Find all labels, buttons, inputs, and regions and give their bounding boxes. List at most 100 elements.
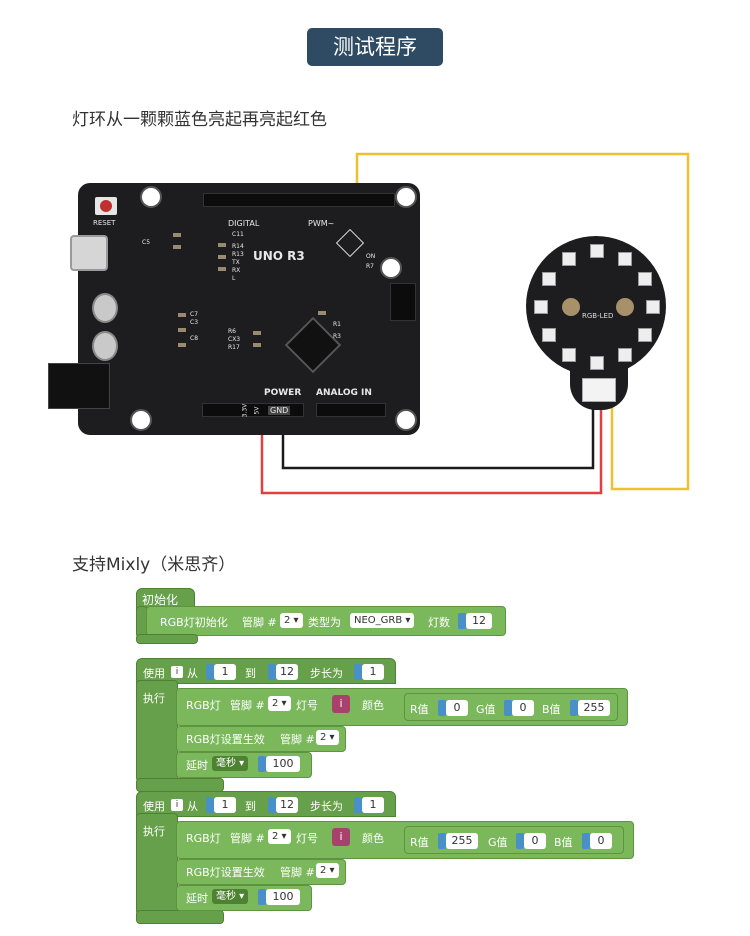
rgb-led <box>618 348 632 363</box>
init-pin-label: 管脚 # <box>242 616 277 629</box>
silkscreen-label: RX <box>232 267 241 274</box>
b-value[interactable]: 255 <box>578 700 610 716</box>
icsp-header <box>390 283 416 321</box>
silkscreen-label: C5 <box>142 239 151 246</box>
component <box>318 311 326 315</box>
rgb-pin-dropdown[interactable]: 2 ▾ <box>268 696 291 711</box>
b-label: B值 <box>554 836 573 849</box>
mounting-hole <box>130 409 152 431</box>
rgb-led <box>618 251 632 266</box>
loop-step-label: 步长为 <box>310 667 343 680</box>
value-connector <box>206 664 214 680</box>
b-label: B值 <box>542 703 561 716</box>
for-loop-foot <box>136 778 224 792</box>
g-label: G值 <box>476 703 496 716</box>
mounting-hole <box>380 257 402 279</box>
loop-start-value[interactable]: 1 <box>214 797 236 813</box>
b-value[interactable]: 0 <box>590 833 612 849</box>
component <box>218 255 226 259</box>
section-heading-mixly: 支持Mixly（米思齐） <box>72 555 236 575</box>
component <box>253 331 261 335</box>
g-value[interactable]: 0 <box>524 833 546 849</box>
rgb-pin-label: 管脚 # <box>230 699 265 712</box>
reset-button <box>95 197 117 215</box>
value-connector <box>268 797 276 813</box>
mounting-pad <box>616 298 634 316</box>
rgb-led <box>590 356 604 370</box>
value-connector <box>268 664 276 680</box>
silkscreen-label: R1 <box>333 321 341 328</box>
rgb-led <box>638 328 653 342</box>
value-connector <box>570 700 578 716</box>
init-type-dropdown[interactable]: NEO_GRB ▾ <box>350 613 415 628</box>
rgb-led <box>534 300 548 314</box>
loop-step-value[interactable]: 1 <box>362 664 384 680</box>
loop-start-value[interactable]: 1 <box>214 664 236 680</box>
init-pin-dropdown[interactable]: 2 ▾ <box>280 613 303 628</box>
rgb-apply-label: RGB灯设置生效 <box>186 733 265 746</box>
light-var[interactable]: i <box>332 695 350 713</box>
value-connector <box>438 833 446 849</box>
component <box>218 267 226 271</box>
loop-end-value[interactable]: 12 <box>276 797 298 813</box>
mounting-pad <box>562 298 580 316</box>
silkscreen-label: L <box>232 275 236 282</box>
arduino-uno-board: RESET DIGITAL PWM~ UNO R3 POWER ANALOG I… <box>48 183 420 435</box>
loop-var[interactable]: i <box>171 799 183 811</box>
loop-step-value[interactable]: 1 <box>362 797 384 813</box>
loop-from-label: 从 <box>187 800 198 813</box>
loop-use-label: 使用 <box>143 667 165 680</box>
init-count-value[interactable]: 12 <box>466 613 492 629</box>
loop-step-label: 步长为 <box>310 800 343 813</box>
rgb-init-label: RGB灯初始化 <box>160 616 228 629</box>
capacitor <box>92 331 118 361</box>
value-connector <box>258 889 266 905</box>
reset-label: RESET <box>93 219 116 227</box>
delay-value[interactable]: 100 <box>266 756 300 772</box>
rgb-apply-pin-dropdown[interactable]: 2 ▾ <box>316 730 339 745</box>
delay-value[interactable]: 100 <box>266 889 300 905</box>
g-value[interactable]: 0 <box>512 700 534 716</box>
rgb-apply-pin-dropdown[interactable]: 2 ▾ <box>316 863 339 878</box>
init-hat-label: 初始化 <box>142 593 179 607</box>
power-wire <box>260 402 603 495</box>
component <box>253 343 261 347</box>
value-connector <box>354 797 362 813</box>
r-value[interactable]: 0 <box>446 700 468 716</box>
pwm-label: PWM~ <box>308 219 335 228</box>
loop-exec-label: 执行 <box>143 692 165 705</box>
silkscreen-label: R13 <box>232 251 244 258</box>
init-foot <box>136 634 198 644</box>
rgb-light-label: 灯号 <box>296 832 318 845</box>
silkscreen-label: ON <box>366 253 376 260</box>
board-name: UNO R3 <box>253 249 305 263</box>
rgb-color-label: 颜色 <box>362 699 384 712</box>
silkscreen-label: CX3 <box>228 336 241 343</box>
delay-unit-dropdown[interactable]: 毫秒 ▾ <box>212 756 249 771</box>
value-connector <box>458 613 466 629</box>
rgb-apply-pin-label: 管脚 # <box>280 866 315 879</box>
analog-header <box>316 403 386 417</box>
power-label: POWER <box>264 388 302 398</box>
silkscreen-label: C11 <box>232 231 244 238</box>
r-label: R值 <box>410 703 429 716</box>
silkscreen-label: R17 <box>228 344 240 351</box>
for-loop-foot <box>136 910 224 924</box>
g-label: G值 <box>488 836 508 849</box>
delay-unit-dropdown[interactable]: 毫秒 ▾ <box>212 889 249 904</box>
loop-end-value[interactable]: 12 <box>276 664 298 680</box>
component <box>173 233 181 237</box>
silkscreen-label: R7 <box>366 263 374 270</box>
ring-label: RGB-LED <box>582 312 614 320</box>
rgb-init-block[interactable] <box>146 606 506 636</box>
rgb-led <box>646 300 660 314</box>
r-value[interactable]: 255 <box>446 833 478 849</box>
loop-from-label: 从 <box>187 667 198 680</box>
rgb-apply-pin-label: 管脚 # <box>280 733 315 746</box>
silkscreen-label: R3 <box>333 333 341 340</box>
digital-label: DIGITAL <box>228 219 260 228</box>
loop-var[interactable]: i <box>171 666 183 678</box>
component <box>178 328 186 332</box>
rgb-pin-dropdown[interactable]: 2 ▾ <box>268 829 291 844</box>
light-var[interactable]: i <box>332 828 350 846</box>
